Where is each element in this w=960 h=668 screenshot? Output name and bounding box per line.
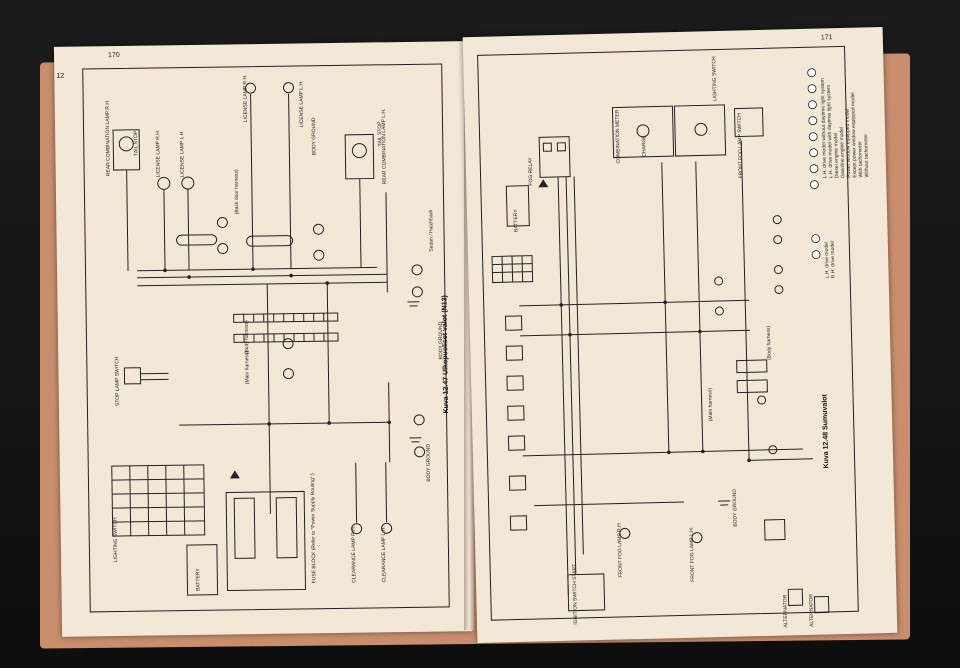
main-harness-label: (Main harness) [244,350,251,385]
right-lighting-switch-label: LIGHTING SWITCH [711,56,719,102]
license-lamp-lh-top-label: LICENSE LAMP L.H. [298,80,306,128]
body-ground-top-label: BODY GROUND [310,117,318,156]
tail-stop-rh-label: TAIL STOP [133,130,140,156]
stop-lamp-switch-label: STOP LAMP SWITCH [114,356,121,407]
book-spine [464,50,474,630]
right-page: 171 [462,26,898,644]
charge-label: CHARGE [641,135,648,157]
clearance-lamp-lh-label: CLEARANCE LAMP L.H. [380,526,388,583]
rear-combination-rh-label: REAR COMBINATION LAMP R.H. [104,99,112,177]
license-lamp-rh-top-label: LICENSE LAMP R.H. [242,74,249,123]
lighting-switch-label: LIGHTING SWITCH [112,517,120,563]
back-door-harness-label: (Back door harness) [233,169,241,215]
combination-meter-label: COMBINATION METER [614,109,622,164]
right-wiring-diagram [491,68,830,614]
left-wiring-diagram [111,82,426,596]
fog-relay-label: FOG RELAY [527,157,535,186]
right-body-harness-label: (Body harness) [765,325,773,360]
right-main-harness-label: (Main harness) [707,387,715,422]
alternator-1-label: ALTERNATOR [782,594,790,628]
license-lamp-rh-label: LICENSE LAMP R.H. [155,129,162,178]
right-body-ground-label: BODY GROUND [731,488,739,527]
right-battery-label: BATTERY [512,209,520,233]
clearance-lamp-rh-label: CLEARANCE LAMP R.H. [350,525,358,583]
license-lamp-lh-label: LICENSE LAMP L.H. [179,130,186,178]
rear-combination-lh-label: REAR COMBINATION LAMP L.H. [380,108,388,185]
legend-item-8: Without tachometer [863,133,871,178]
battery-label: BATTERY [195,568,202,591]
body-harness-label: (Body harness) [243,320,251,355]
sedan-hatchback-label: Sedan / Hatchback [428,209,435,252]
legend-item-10: R.H. drive model [829,240,837,279]
alternator-2-label: ALTERNATOR [808,593,816,627]
left-page: 170 12 [53,41,473,637]
body-ground-right-label: BODY GROUND [425,443,433,482]
